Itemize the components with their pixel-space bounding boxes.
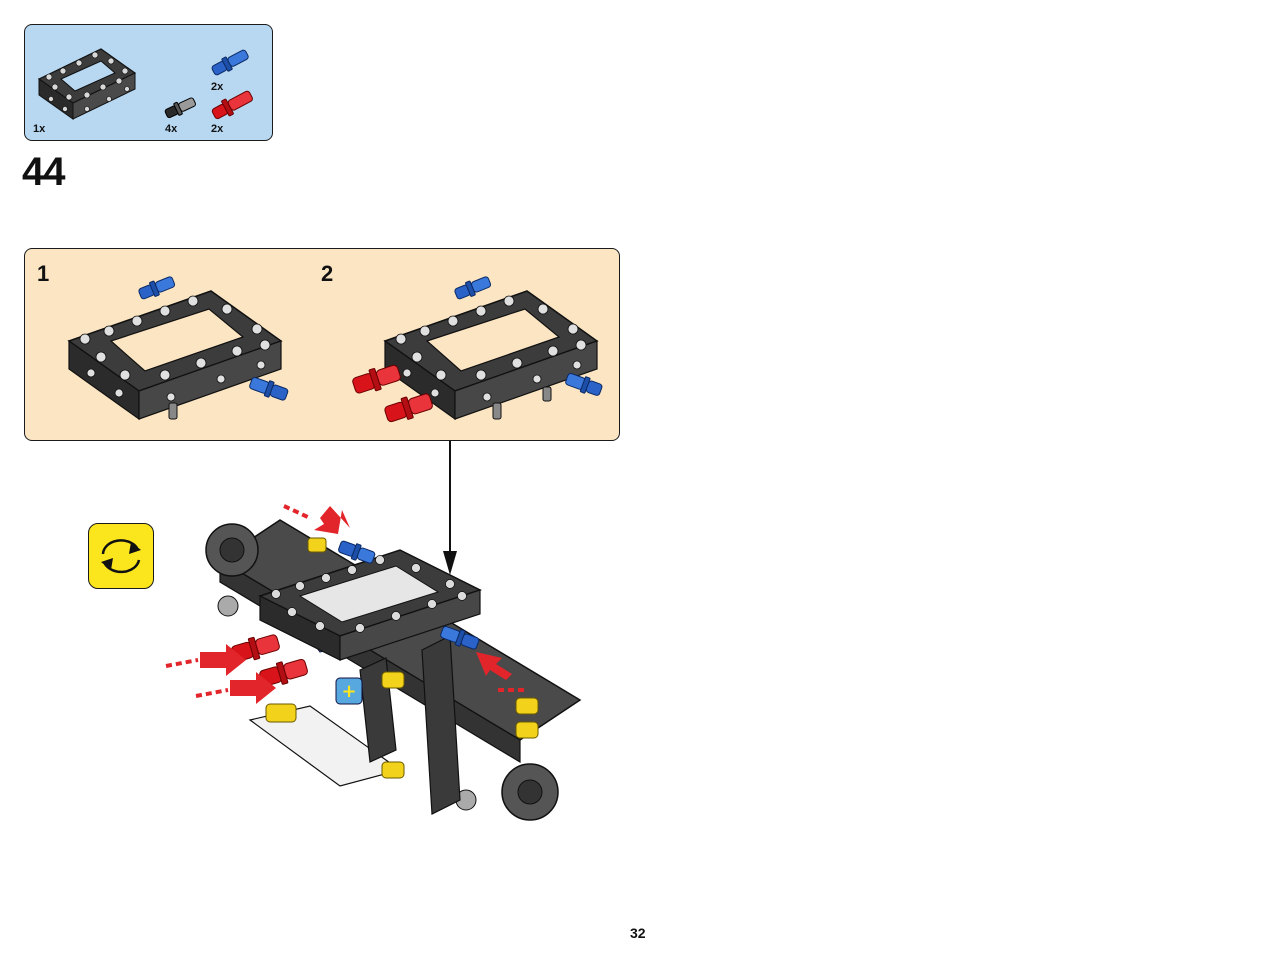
substep-2-number: 2 [321,261,334,286]
black-pin-qty: 4x [165,123,178,135]
parts-list: 1x 2x 4x 2x [24,24,273,141]
down-arrow-icon [443,441,457,575]
page-number: 32 [630,925,646,941]
blue-pin-qty: 2x [211,81,224,93]
rotate-model-badge [88,523,154,589]
main-model-illustration: + [165,504,582,821]
substep-2-assembly-illustration [352,276,603,423]
black-pin-icon [164,97,196,119]
svg-text:+: + [341,681,356,702]
red-pin-qty: 2x [211,123,224,135]
substep-callout: 1 2 [24,248,620,441]
substep-1-number: 1 [37,261,50,286]
rotate-model-icon [101,539,141,574]
frame-part-icon [37,48,137,120]
frame-qty: 1x [33,123,46,135]
blue-pin-icon [211,49,249,76]
red-pin-icon [211,90,253,120]
step-number: 44 [22,150,65,194]
substep-1-assembly-illustration [67,276,289,421]
